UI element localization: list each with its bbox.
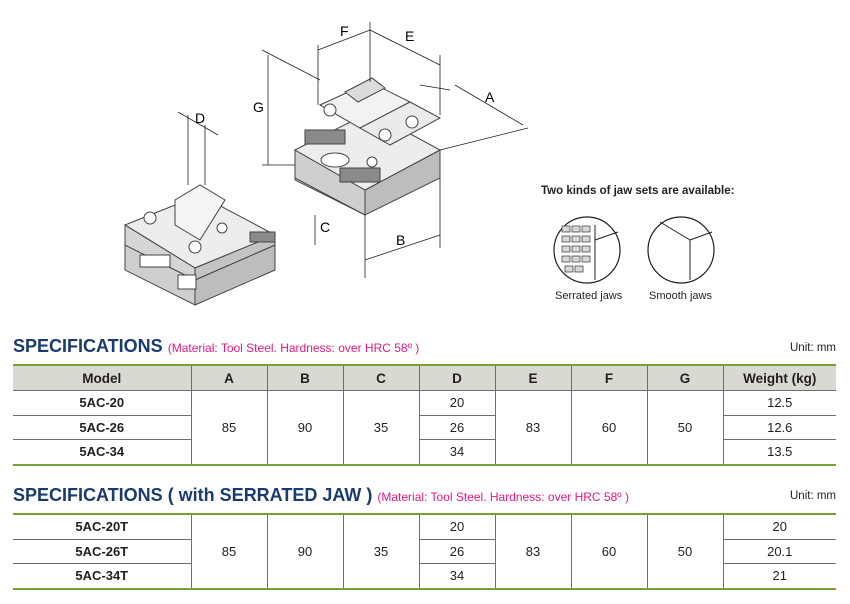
col-b: B [266, 364, 343, 391]
a-cell: 85 [190, 390, 267, 466]
f-cell: 60 [570, 390, 647, 466]
model-cell: 5AC-20 [13, 390, 191, 415]
col-f: F [570, 364, 647, 391]
d-cell: 20 [418, 513, 495, 539]
table-row: 5AC-20 85 90 35 20 83 60 50 12.5 [13, 390, 836, 466]
weight-cell: 20 [722, 513, 836, 539]
spec2-title-suffix: ( with SERRATED JAW ) [162, 485, 373, 505]
c-cell: 35 [342, 513, 419, 590]
jaw-sets-title: Two kinds of jaw sets are available: [541, 185, 735, 197]
dim-g: G [253, 99, 264, 115]
d-cell: 34 [418, 563, 495, 590]
table-row: 5AC-26 26 12.6 [13, 414, 836, 440]
dim-e: E [405, 28, 414, 44]
spec2-note: (Material: Tool Steel. Hardness: over HR… [377, 490, 629, 504]
dim-b: B [396, 232, 405, 248]
table-row: 5AC-34 34 13.5 [13, 439, 836, 466]
vise-main-drawing [293, 77, 442, 216]
smooth-jaws-caption: Smooth jaws [649, 290, 712, 302]
e-cell: 83 [494, 390, 571, 466]
weight-cell: 20.1 [722, 538, 836, 564]
col-model: Model [13, 364, 191, 391]
col-a: A [190, 364, 267, 391]
spec2-unit: Unit: mm [790, 490, 836, 502]
b-cell: 90 [266, 513, 343, 590]
serrated-jaw-icon [553, 216, 621, 284]
weight-cell: 12.6 [722, 414, 836, 440]
spec1-note: (Material: Tool Steel. Hardness: over HR… [167, 341, 420, 355]
spec2-table: 5AC-20T 85 90 35 20 83 60 50 20 5AC-26T … [13, 513, 836, 590]
vise-small-drawing [123, 184, 277, 306]
d-cell: 34 [418, 439, 495, 466]
weight-cell: 13.5 [722, 439, 836, 466]
col-weight: Weight (kg) [722, 364, 836, 391]
table-row: 5AC-20T 85 90 35 20 83 60 50 20 [13, 513, 836, 590]
model-cell: 5AC-34T [13, 563, 191, 590]
dim-c: C [320, 219, 330, 235]
d-cell: 26 [418, 538, 495, 564]
spec1-unit: Unit: mm [790, 342, 836, 354]
spec2-title: SPECIFICATIONS [13, 485, 163, 505]
g-cell: 50 [646, 513, 723, 590]
spec2-heading: SPECIFICATIONS ( with SERRATED JAW ) (Ma… [13, 485, 629, 506]
model-cell: 5AC-34 [13, 439, 191, 466]
weight-cell: 12.5 [722, 390, 836, 415]
dimension-lines [177, 22, 529, 278]
dim-a: A [485, 89, 495, 105]
c-cell: 35 [342, 390, 419, 466]
f-cell: 60 [570, 513, 647, 590]
model-cell: 5AC-20T [13, 513, 191, 539]
e-cell: 83 [494, 513, 571, 590]
spec1-heading: SPECIFICATIONS (Material: Tool Steel. Ha… [13, 336, 419, 357]
a-cell: 85 [190, 513, 267, 590]
model-cell: 5AC-26 [13, 414, 191, 440]
weight-cell: 21 [722, 563, 836, 590]
table-row: 5AC-26T 26 20.1 [13, 538, 836, 564]
serrated-jaws-caption: Serrated jaws [555, 290, 623, 302]
col-g: G [646, 364, 723, 391]
col-d: D [418, 364, 495, 391]
spec1-header-row: Model A B C D E F G Weight (kg) [13, 364, 836, 391]
vise-illustration: F E G A C B D [123, 22, 715, 306]
g-cell: 50 [646, 390, 723, 466]
model-cell: 5AC-26T [13, 538, 191, 564]
dim-f: F [340, 23, 349, 39]
spec1-table: Model A B C D E F G Weight (kg) 5AC-20 8… [13, 364, 836, 466]
smooth-jaw-icon [647, 216, 715, 284]
d-cell: 20 [418, 390, 495, 415]
d-cell: 26 [418, 414, 495, 440]
col-e: E [494, 364, 571, 391]
spec1-title: SPECIFICATIONS [13, 336, 163, 356]
b-cell: 90 [266, 390, 343, 466]
col-c: C [342, 364, 419, 391]
dim-d: D [195, 110, 205, 126]
table-row: 5AC-34T 34 21 [13, 563, 836, 590]
